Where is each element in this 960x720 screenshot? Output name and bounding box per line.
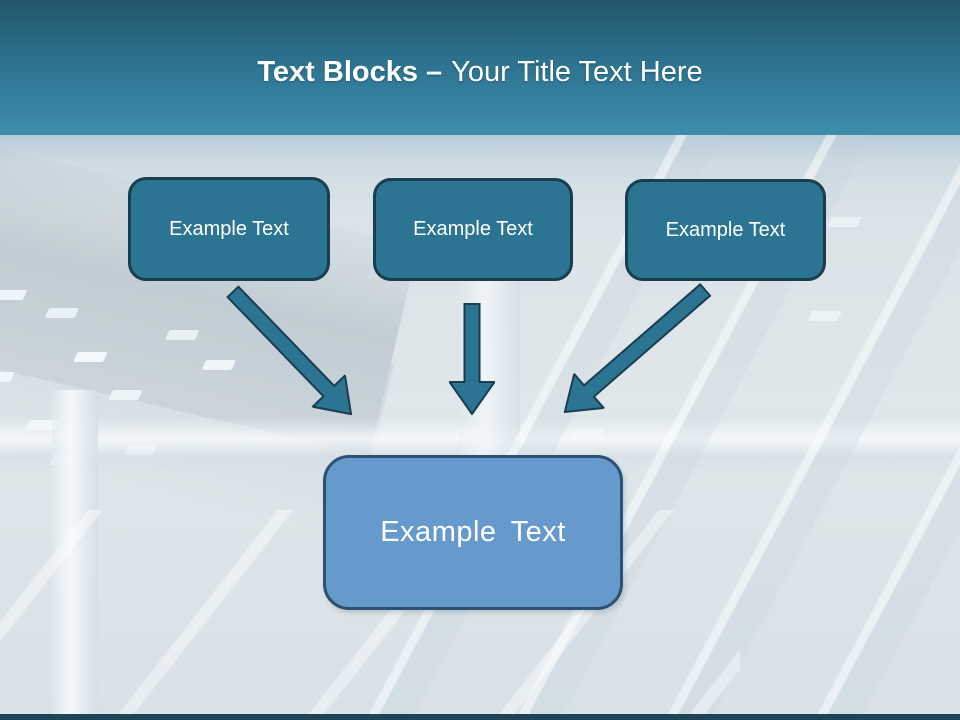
slide-title-regular: Your Title Text Here <box>451 56 703 88</box>
center-block-label: Example Text <box>380 516 566 548</box>
diagonal-arrow-left-icon[interactable] <box>216 275 369 431</box>
text-block-1[interactable]: Example Text <box>128 177 330 281</box>
text-block-2-label: Example Text <box>413 218 533 240</box>
text-block-2[interactable]: Example Text <box>373 178 573 281</box>
center-block[interactable]: Example Text <box>323 455 623 610</box>
down-arrow-icon[interactable] <box>449 303 495 415</box>
text-block-3[interactable]: Example Text <box>625 179 826 281</box>
slide-title-bold: Text Blocks – <box>257 56 443 88</box>
diagonal-arrow-right-icon[interactable] <box>549 272 721 430</box>
pillar-left <box>52 390 98 720</box>
text-block-3-label: Example Text <box>665 218 786 241</box>
footer-bar <box>0 714 960 720</box>
title-bar: Text Blocks – Your Title Text Here <box>0 0 960 135</box>
ceiling-lights <box>0 135 32 145</box>
slide-title: Text Blocks – Your Title Text Here <box>0 56 960 89</box>
text-block-1-label: Example Text <box>169 217 289 240</box>
